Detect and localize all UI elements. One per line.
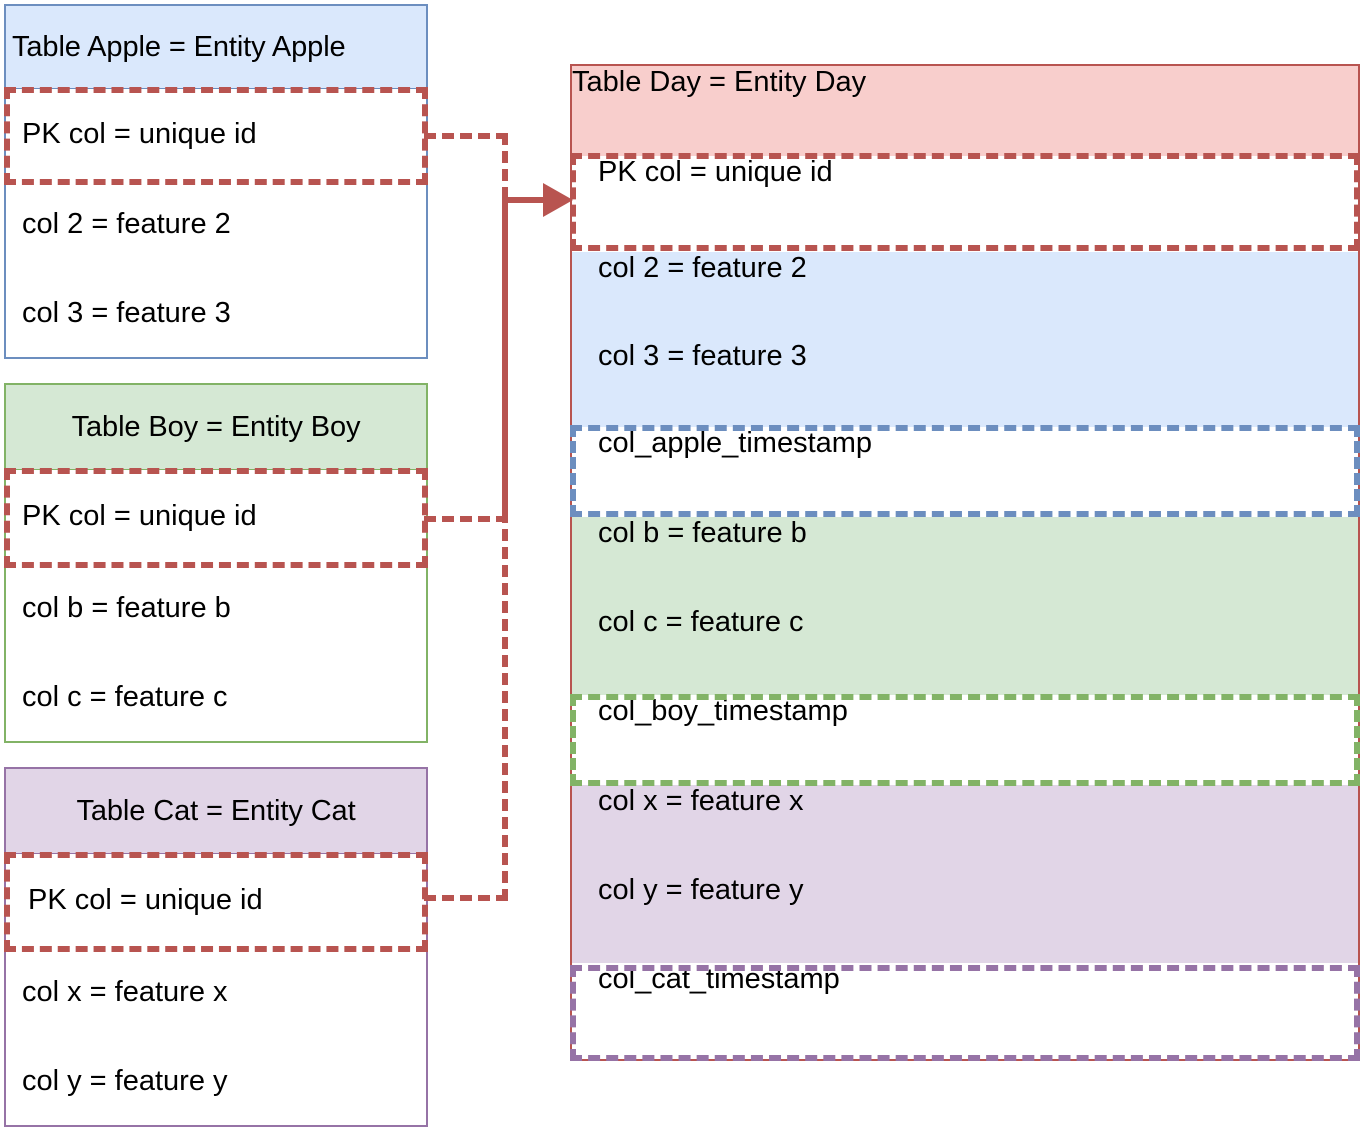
connector-cat-to-trunk	[424, 895, 508, 901]
day-row-col2: col 2 = feature 2	[598, 252, 807, 284]
day-segment-cat-features: col x = feature x col y = feature y	[572, 785, 1358, 963]
table-day-header: Table Day = Entity Day	[572, 66, 1358, 156]
day-segment-boy-timestamp: col_boy_timestamp	[572, 695, 1358, 785]
day-row-boy-timestamp: col_boy_timestamp	[598, 695, 848, 727]
table-apple-row-col2: col 2 = feature 2	[22, 207, 231, 240]
day-segment-pk: PK col = unique id	[572, 156, 1358, 252]
day-segment-apple-features: col 2 = feature 2 col 3 = feature 3	[572, 252, 1358, 427]
day-segment-cat-timestamp: col_cat_timestamp	[572, 963, 1358, 1055]
connector-trunk-vertical-dashed	[502, 133, 508, 901]
day-segment-apple-timestamp: col_apple_timestamp	[572, 427, 1358, 517]
table-cat-header: Table Cat = Entity Cat	[6, 769, 426, 854]
connector-apple-to-trunk	[424, 133, 508, 139]
table-apple-row-col3: col 3 = feature 3	[22, 296, 231, 329]
day-row-colc: col c = feature c	[598, 606, 804, 638]
table-apple-header: Table Apple = Entity Apple	[6, 6, 426, 89]
day-row-cat-timestamp: col_cat_timestamp	[598, 963, 840, 995]
table-boy-row-colc: col c = feature c	[22, 681, 228, 713]
day-row-pk: PK col = unique id	[598, 156, 833, 188]
table-apple: Table Apple = Entity Apple PK col = uniq…	[4, 4, 428, 359]
table-boy-row-pk: PK col = unique id	[22, 499, 257, 532]
day-row-coly: col y = feature y	[598, 874, 804, 906]
day-row-colb: col b = feature b	[598, 517, 807, 549]
table-apple-row-pk: PK col = unique id	[22, 117, 257, 150]
table-cat: Table Cat = Entity Cat PK col = unique i…	[4, 767, 428, 1127]
table-cat-row-pk: PK col = unique id	[28, 883, 263, 916]
connector-trunk-vertical-solid	[502, 197, 508, 522]
connector-arrow-stem	[502, 197, 548, 203]
table-boy: Table Boy = Entity Boy PK col = unique i…	[4, 383, 428, 743]
day-row-colx: col x = feature x	[598, 785, 804, 817]
table-boy-header: Table Boy = Entity Boy	[6, 385, 426, 470]
day-segment-boy-features: col b = feature b col c = feature c	[572, 517, 1358, 695]
table-cat-row-colx: col x = feature x	[22, 975, 228, 1008]
connector-boy-to-trunk	[424, 516, 508, 522]
table-day: Table Day = Entity Day PK col = unique i…	[570, 64, 1360, 1061]
day-row-apple-timestamp: col_apple_timestamp	[598, 427, 873, 459]
table-boy-row-colb: col b = feature b	[22, 591, 231, 624]
day-row-col3: col 3 = feature 3	[598, 340, 807, 372]
table-cat-row-coly: col y = feature y	[22, 1065, 228, 1097]
arrow-right-icon	[543, 183, 573, 217]
